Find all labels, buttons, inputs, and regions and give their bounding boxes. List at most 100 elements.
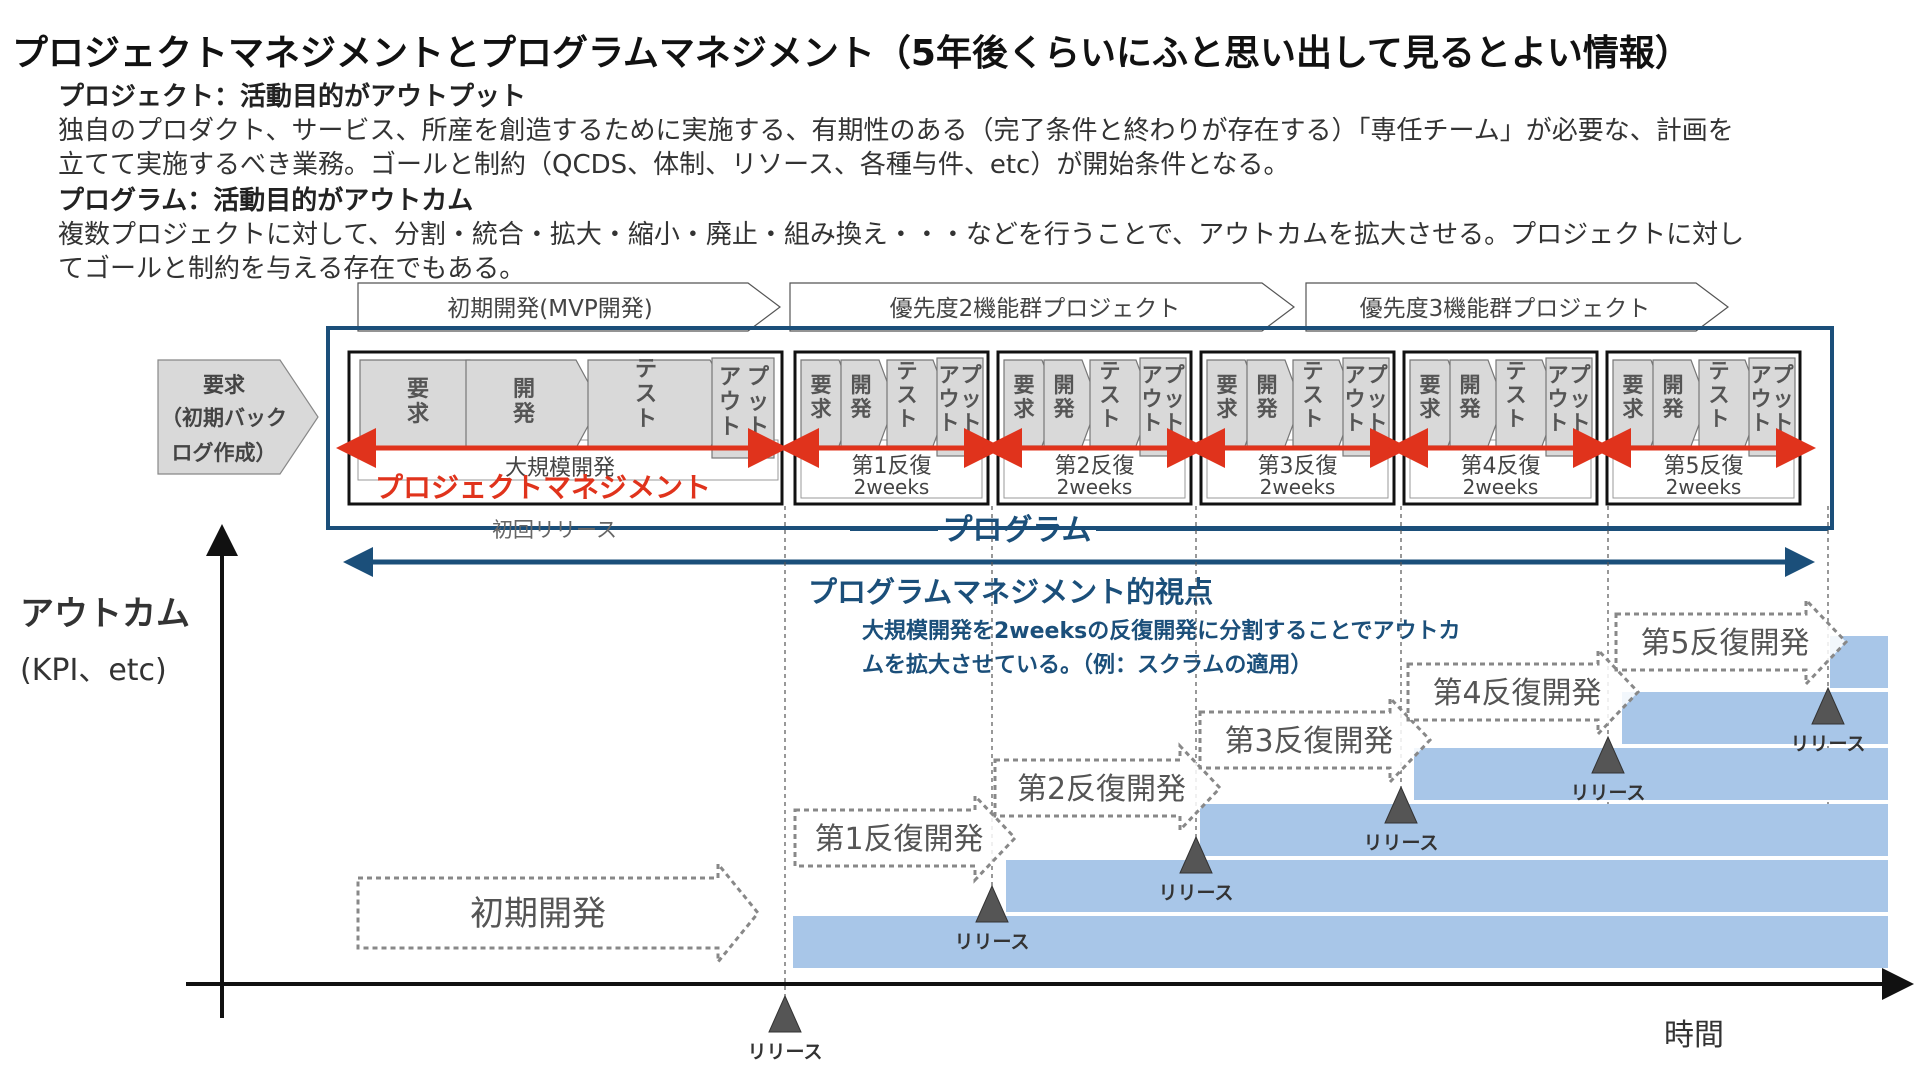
first-step-label-1: 開発 — [512, 377, 536, 427]
y-axis-sublabel: (KPI、etc) — [20, 653, 167, 688]
phase-header-label-3: 優先度3機能群プロジェクト — [1360, 296, 1651, 322]
iteration-1-output-b: プット — [961, 363, 983, 435]
release-marker-0 — [768, 994, 802, 1033]
requirement-line-1: 要求 — [203, 373, 245, 397]
first-step-output-label-a: アウト — [719, 365, 741, 440]
program-desc-1: 複数プロジェクトに対して、分割・統合・拡大・縮小・廃止・組み換え・・・などを行う… — [58, 220, 1745, 250]
release-label-3: リリース — [1363, 832, 1438, 854]
phase-arrow-label-3: 第3反復開発 — [1224, 724, 1393, 759]
release-label-5: リリース — [1790, 733, 1865, 755]
requirement-line-3: ログ作成） — [172, 441, 277, 465]
iteration-5-name: 第5反復 — [1664, 454, 1744, 479]
iteration-4-step-label-1: 開発 — [1459, 373, 1482, 421]
iteration-2-duration: 2weeks — [1057, 475, 1133, 499]
iteration-2-name: 第2反復 — [1055, 454, 1135, 479]
outcome-bar-4 — [1622, 692, 1888, 744]
phase-arrow-label-0: 初期開発 — [470, 894, 606, 934]
phase-arrow-label-2: 第2反復開発 — [1017, 772, 1186, 807]
iteration-5-output-b: プット — [1773, 363, 1795, 435]
phase-arrow-4 — [1406, 646, 1641, 738]
release-label-2: リリース — [1158, 882, 1233, 904]
release-marker-4 — [1591, 735, 1625, 774]
program-heading: プログラム：活動目的がアウトカム — [58, 186, 474, 216]
iteration-3-output-a: アウト — [1345, 363, 1366, 435]
outcome-bar-2 — [1200, 804, 1888, 856]
requirement-line-2: （初期バック — [161, 406, 287, 430]
program-border — [326, 326, 1834, 530]
iteration-4-output-b: プット — [1570, 363, 1592, 435]
release-label-4: リリース — [1570, 782, 1645, 804]
iteration-3-step-label-0: 要求 — [1217, 373, 1238, 421]
first-project-steps: 要求 開発 テスト アウトプット — [359, 357, 775, 459]
iteration-blocks: 要求開発テストアウトプット第1反復2weeks要求開発テストアウトプット第2反復… — [779, 350, 1816, 506]
phase-arrow-3 — [1198, 694, 1433, 786]
phase-header-label-1: 初期開発(MVP開発) — [447, 296, 652, 322]
iteration-4-output-a: アウト — [1548, 363, 1569, 435]
iteration-2-step-label-0: 要求 — [1014, 373, 1035, 421]
release-marker-1 — [975, 884, 1009, 923]
phase-arrow-1 — [793, 792, 1018, 884]
project-desc-1: 独自のプロダクト、サービス、所産を創造するために実施する、有期性のある（完了条件… — [58, 116, 1734, 146]
first-step-label-0: 要求 — [407, 377, 429, 427]
iteration-4-step-label-0: 要求 — [1420, 373, 1441, 421]
phase-arrow-5 — [1614, 596, 1849, 688]
iteration-3-step-label-2: テスト — [1303, 359, 1324, 431]
phase-arrow-0 — [356, 859, 760, 967]
iteration-1-duration: 2weeks — [854, 475, 930, 499]
phase-header-arrow-2 — [789, 282, 1295, 332]
x-axis-label: 時間 — [1664, 1018, 1724, 1053]
pgm-note-2: ムを拡大させている。（例：スクラムの適用） — [862, 652, 1312, 678]
requirement-chevron — [157, 359, 319, 475]
phase-arrow-label-5: 第5反復開発 — [1640, 626, 1809, 661]
first-release-label: 初回リリース — [492, 518, 617, 542]
program-desc-2: てゴールと制約を与える存在でもある。 — [58, 254, 526, 284]
outcome-bar-1 — [1006, 860, 1888, 912]
iteration-4-duration: 2weeks — [1463, 475, 1539, 499]
outcome-chart: 初期開発第1反復開発第2反復開発第3反復開発第4反復開発第5反復開発リリースリリ… — [356, 596, 1888, 1063]
page-title: プロジェクトマネジメントとプログラムマネジメント（5年後くらいにふと思い出して見… — [12, 33, 1691, 74]
phase-arrow-label-4: 第4反復開発 — [1432, 676, 1601, 711]
iteration-5-step-label-1: 開発 — [1662, 373, 1685, 421]
iteration-3-output-b: プット — [1367, 363, 1389, 435]
iteration-1-step-label-2: テスト — [897, 359, 918, 431]
iteration-2-output-a: アウト — [1142, 363, 1163, 435]
phase-header-arrow-3 — [1305, 282, 1729, 332]
iteration-2-step-label-1: 開発 — [1053, 373, 1076, 421]
iteration-1-name: 第1反復 — [852, 454, 932, 479]
release-marker-2 — [1179, 835, 1213, 874]
iteration-3-name: 第3反復 — [1258, 454, 1338, 479]
iteration-5-step-label-2: テスト — [1709, 359, 1730, 431]
iteration-3-step-label-1: 開発 — [1256, 373, 1279, 421]
phase-header-label-2: 優先度2機能群プロジェクト — [890, 296, 1181, 322]
phase-arrow-label-1: 第1反復開発 — [814, 822, 983, 857]
iteration-3-duration: 2weeks — [1260, 475, 1336, 499]
first-step-label-2: テスト — [635, 357, 657, 432]
iteration-1-step-label-0: 要求 — [811, 373, 832, 421]
outcome-bar-3 — [1414, 748, 1888, 800]
project-heading: プロジェクト：活動目的がアウトプット — [58, 82, 527, 112]
iteration-5-step-label-0: 要求 — [1623, 373, 1644, 421]
outcome-bar-0 — [793, 916, 1888, 968]
pm-label: プロジェクトマネジメント — [375, 471, 711, 504]
iteration-1-output-a: アウト — [939, 363, 960, 435]
phase-arrow-2 — [993, 742, 1223, 834]
program-label: プログラム — [942, 513, 1091, 548]
pgm-viewpoint-label: プログラムマネジメント的視点 — [808, 575, 1213, 609]
iteration-4-name: 第4反復 — [1461, 454, 1541, 479]
y-axis-label: アウトカム — [20, 594, 190, 634]
iteration-2-step-label-2: テスト — [1100, 359, 1121, 431]
iteration-1-step-label-1: 開発 — [850, 373, 873, 421]
release-marker-3 — [1384, 785, 1418, 824]
release-label-0: リリース — [747, 1041, 822, 1063]
first-step-output-label-b: プット — [747, 365, 770, 440]
iteration-5-duration: 2weeks — [1666, 475, 1742, 499]
phase-header-arrow-1 — [357, 282, 781, 332]
iteration-5-output-a: アウト — [1751, 363, 1772, 435]
release-marker-5 — [1811, 686, 1845, 725]
